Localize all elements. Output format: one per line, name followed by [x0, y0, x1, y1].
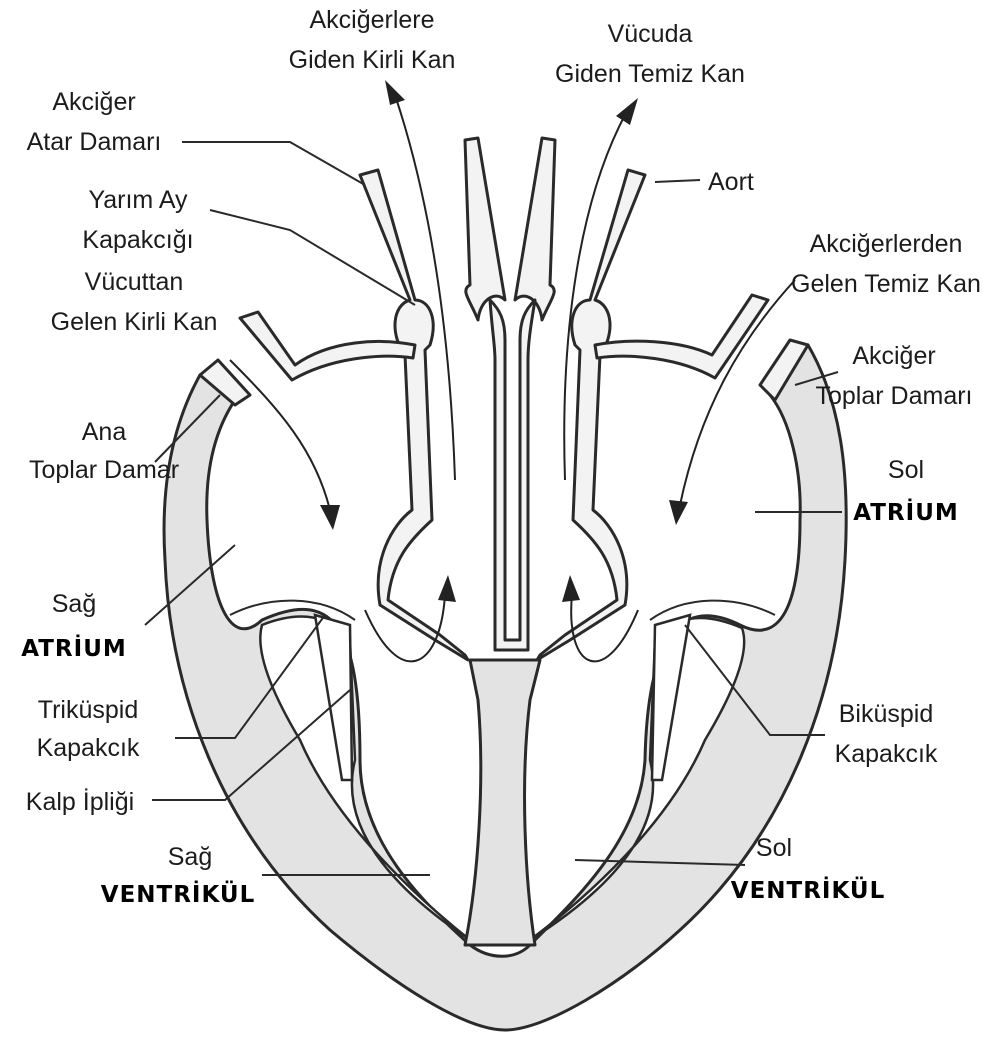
flow-ra-to-rv — [365, 595, 445, 661]
septum — [465, 660, 540, 945]
label-sag-atrium-2: ATRİUM — [21, 634, 127, 662]
label-akciger-toplar-2: Toplar Damarı — [816, 382, 973, 410]
central-vessel-right — [515, 138, 555, 320]
label-vucuda-2: Giden Temiz Kan — [555, 60, 745, 88]
leader-aort — [655, 180, 700, 182]
label-sol-atrium-2: ATRİUM — [853, 498, 959, 526]
label-akciger-atar-2: Atar Damarı — [27, 128, 162, 156]
flow-from-body — [230, 360, 330, 510]
flow-to-lungs-head — [385, 80, 405, 105]
label-vucuda-1: Vücuda — [608, 20, 693, 48]
central-vessel-left — [465, 138, 505, 320]
aorta — [537, 170, 645, 660]
flow-from-body-head — [320, 505, 340, 530]
label-yarim-ay-1: Yarım Ay — [88, 186, 188, 214]
label-akcigerlerden-1: Akciğerlerden — [810, 230, 963, 258]
label-akcigerlerden-2: Gelen Temiz Kan — [791, 270, 981, 298]
label-sol-ventrikul-1: Sol — [756, 834, 792, 862]
label-trikuspid-1: Triküspid — [38, 696, 139, 724]
label-akciger-atar-1: Akciğer — [52, 88, 135, 116]
label-yarim-ay-2: Kapakcığı — [82, 226, 193, 254]
label-aort: Aort — [708, 168, 754, 196]
leader-akciger-atar — [182, 142, 365, 185]
label-vucuttan-1: Vücuttan — [85, 268, 184, 296]
label-bikuspid-2: Kapakcık — [835, 740, 938, 768]
label-ana-toplar-2: Toplar Damar — [29, 456, 179, 484]
flow-from-lungs-head — [669, 500, 688, 525]
pulmonary-left-branch — [240, 312, 415, 380]
label-sol-ventrikul-2: VENTRİKÜL — [731, 876, 885, 904]
central-trunk — [490, 300, 535, 650]
flow-ra-to-rv-head — [438, 575, 456, 602]
label-trikuspid-2: Kapakcık — [37, 734, 140, 762]
label-sag-ventrikul-2: VENTRİKÜL — [101, 880, 255, 908]
flow-to-body-head — [616, 98, 638, 125]
label-ana-toplar-1: Ana — [82, 418, 127, 446]
label-kalp-ipligi: Kalp İpliği — [26, 787, 134, 816]
label-akcigerlere-1: Akciğerlere — [309, 6, 434, 34]
aorta-right-branch — [595, 295, 768, 378]
label-akciger-toplar-1: Akciğer — [852, 342, 935, 370]
label-akcigerlere-2: Giden Kirli Kan — [289, 46, 456, 74]
label-vucuttan-2: Gelen Kirli Kan — [51, 308, 218, 336]
label-sag-atrium-1: Sağ — [52, 590, 96, 618]
label-sol-atrium-1: Sol — [888, 456, 924, 484]
flow-la-to-lv-head — [562, 575, 580, 602]
label-bikuspid-1: Biküspid — [839, 700, 934, 728]
label-sag-ventrikul-1: Sağ — [168, 843, 212, 871]
